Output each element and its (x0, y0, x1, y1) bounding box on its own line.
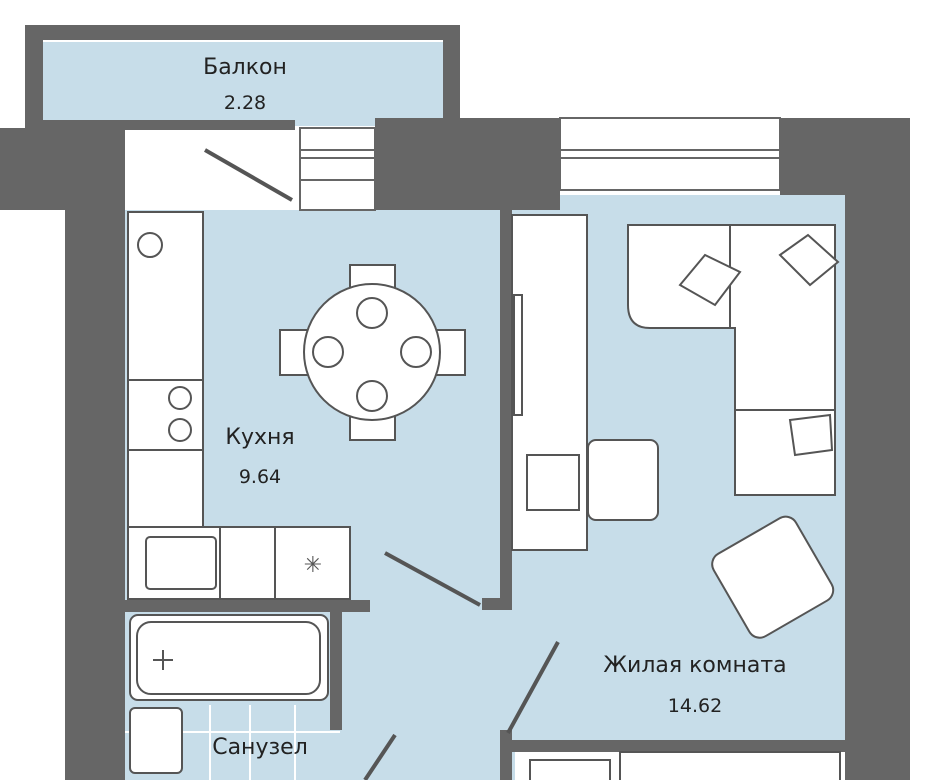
sink (129, 707, 183, 774)
walls (0, 25, 910, 780)
kitchen-counter: ✳ (127, 211, 351, 600)
room-area-living: 14.62 (667, 695, 723, 717)
room-name-bathroom: Санузел (212, 735, 308, 760)
living-furniture (511, 214, 840, 639)
window (559, 117, 781, 191)
dining-table (279, 264, 466, 441)
window (299, 127, 376, 211)
room-area-kitchen: 9.64 (238, 466, 282, 488)
room-area-balcony: 2.28 (223, 92, 267, 114)
room-name-living: Жилая комната (603, 653, 787, 678)
closet (529, 751, 841, 780)
balcony-floor (42, 42, 458, 126)
svg-text:✳: ✳ (304, 553, 322, 578)
bathtub (129, 614, 329, 701)
room-name-balcony: Балкон (203, 55, 287, 80)
door (204, 148, 560, 780)
room-name-kitchen: Кухня (225, 425, 295, 450)
